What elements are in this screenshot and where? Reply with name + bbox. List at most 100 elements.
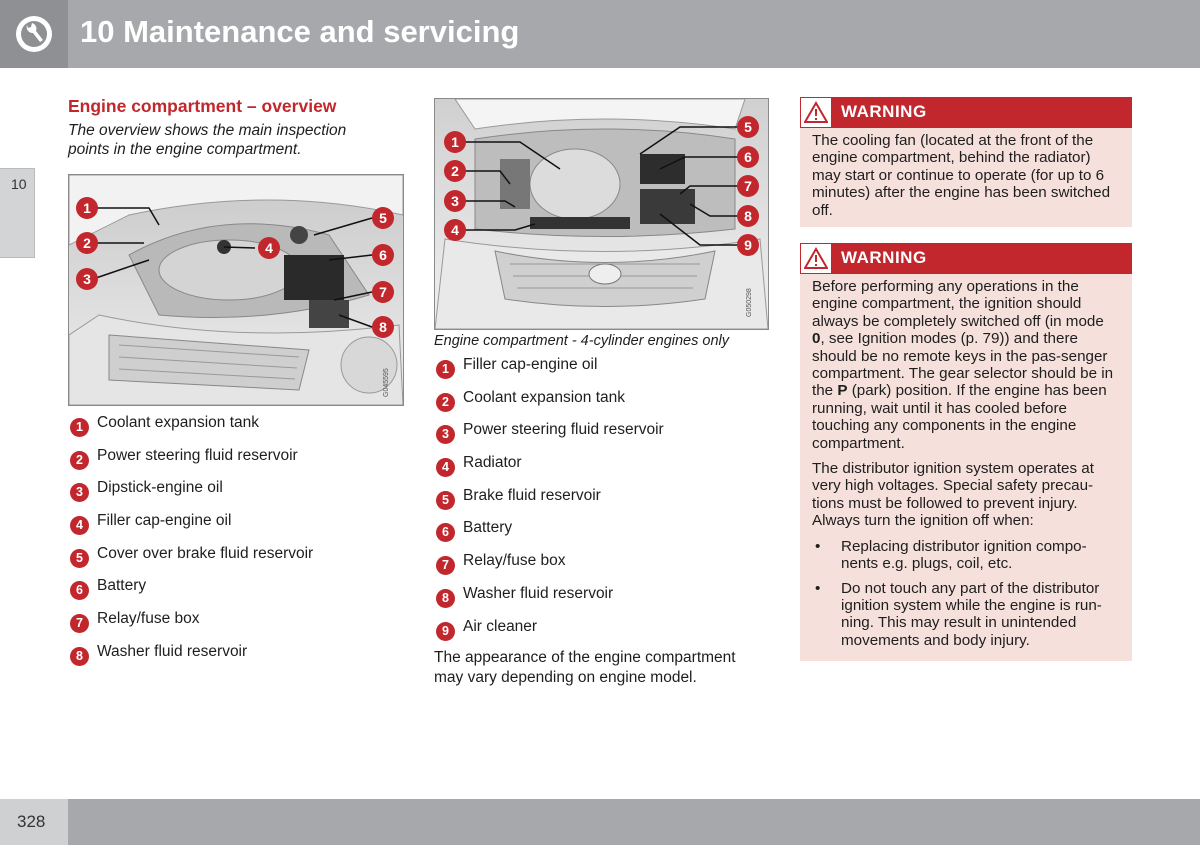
warning-title: WARNING	[841, 102, 927, 121]
list-item: 3 Power steering fluid reservoir	[434, 421, 764, 454]
warning-body: Before performing any operations in the …	[800, 274, 1132, 649]
callout-3: 3	[83, 271, 91, 287]
engine-illustration-2: 1 2 3 4 5 6 7 8 9	[435, 99, 768, 329]
number-badge: 7	[70, 614, 89, 634]
engine-illustration-1: 1 2 3 4 5 6 7 8	[69, 175, 403, 405]
callout-3: 3	[451, 193, 459, 209]
list-item-label: Power steering fluid reservoir	[463, 421, 664, 439]
figure-2-callouts: 1 2 3 4 5 6 7 8 9	[444, 116, 759, 256]
number-badge: 8	[436, 588, 455, 608]
ignition-mode-value: 0	[812, 330, 821, 348]
callout-7: 7	[744, 178, 752, 194]
engine-variation-note: The appearance of the engine compartment…	[434, 649, 736, 686]
bullet-item: Replacing distributor ignition compo-nen…	[812, 538, 1120, 573]
number-badge: 4	[436, 458, 455, 478]
engine-compartment-figure-2: 1 2 3 4 5 6 7 8 9 G050298	[434, 98, 769, 330]
callout-6: 6	[744, 149, 752, 165]
callout-4: 4	[265, 240, 273, 256]
number-badge: 1	[70, 418, 89, 437]
number-badge: 2	[436, 392, 455, 412]
warning-bullet-list: Replacing distributor ignition compo-nen…	[812, 538, 1120, 649]
gear-position-value: P	[837, 382, 848, 400]
callout-1: 1	[451, 134, 459, 150]
number-badge: 7	[436, 556, 455, 576]
list-item: 7 Relay/fuse box	[68, 610, 398, 643]
number-badge: 5	[436, 490, 455, 510]
number-badge: 3	[436, 425, 455, 445]
list-item-label: Cover over brake fluid reservoir	[97, 544, 314, 562]
text-run: Before performing any operations in the …	[812, 278, 1104, 330]
number-badge: 5	[70, 548, 89, 568]
list-item: 1 Filler cap-engine oil	[434, 356, 764, 389]
callout-6: 6	[379, 247, 387, 263]
list-item: 7 Relay/fuse box	[434, 552, 764, 585]
warning-body: The cooling fan (located at the front of…	[800, 128, 1132, 219]
list-item-label: Relay/fuse box	[97, 610, 200, 628]
figure-1-code: G045595	[383, 368, 390, 397]
number-badge: 3	[70, 483, 89, 503]
warning-header: WARNING	[800, 97, 1132, 128]
list-item: 4 Filler cap-engine oil	[68, 512, 398, 545]
warning-title: WARNING	[841, 248, 927, 267]
list-item: 5 Cover over brake fluid reservoir	[68, 545, 398, 578]
list-item-label: Battery	[97, 577, 147, 595]
list-item-label: Filler cap-engine oil	[463, 356, 598, 373]
section-intro: The overview shows the main inspection p…	[68, 122, 347, 158]
engine-compartment-figure-1: 1 2 3 4 5 6 7 8 G045595	[68, 174, 404, 406]
number-badge: 8	[70, 646, 89, 666]
list-item: 8 Washer fluid reservoir	[434, 585, 764, 618]
list-item-label: Coolant expansion tank	[97, 414, 260, 431]
list-item-label: Washer fluid reservoir	[463, 584, 614, 602]
warning-paragraph-1: Before performing any operations in the …	[812, 278, 1120, 452]
header-bar	[0, 0, 1200, 68]
list-item: 3 Dipstick-engine oil	[68, 479, 398, 512]
number-badge: 6	[436, 523, 455, 543]
warning-paragraph-2: The distributor ignition system operates…	[812, 460, 1094, 530]
section-title: Engine compartment – overview	[68, 96, 337, 116]
page-title: 10 Maintenance and servicing	[80, 14, 520, 49]
list-item-label: Relay/fuse box	[463, 552, 566, 570]
list-item-label: Filler cap-engine oil	[97, 512, 232, 530]
figure-1-callouts: 1 2 3 4 5 6 7 8	[76, 197, 394, 338]
callout-4: 4	[451, 222, 459, 238]
callout-2: 2	[83, 235, 91, 251]
number-badge: 6	[70, 581, 89, 601]
callout-8: 8	[379, 319, 387, 335]
chapter-tab	[0, 168, 35, 258]
list-item: 6 Battery	[434, 519, 764, 552]
warning-triangle-icon	[800, 243, 832, 274]
text-run: , see Ignition modes (p. 79)) and there …	[812, 330, 1114, 400]
warning-text: The cooling fan (located at the front of…	[812, 132, 1111, 219]
bullet-item: Do not touch any part of the distributor…	[812, 580, 1120, 650]
footer-bar	[0, 799, 1200, 845]
list-item-label: Battery	[463, 519, 513, 537]
number-badge: 9	[436, 621, 455, 641]
number-badge: 4	[70, 516, 89, 536]
wrench-icon	[16, 16, 52, 52]
list-item: 1 Coolant expansion tank	[68, 414, 398, 447]
chapter-icon-box	[0, 0, 68, 68]
warning-header: WARNING	[800, 243, 1132, 274]
list-item-label: Dipstick-engine oil	[97, 479, 223, 497]
figure-2-code: G050298	[746, 288, 753, 317]
page-number: 328	[17, 812, 46, 831]
callout-8: 8	[744, 208, 752, 224]
number-badge: 1	[436, 360, 455, 379]
figure-2-caption: Engine compartment - 4-cylinder engines …	[434, 333, 729, 349]
text-run: (park) position. If the engine has been …	[812, 382, 1107, 452]
warning-box-cooling-fan: WARNING The cooling fan (located at the …	[800, 97, 1132, 227]
callout-2: 2	[451, 163, 459, 179]
callout-5: 5	[744, 119, 752, 135]
callout-7: 7	[379, 284, 387, 300]
callout-5: 5	[379, 210, 387, 226]
warning-triangle-icon	[800, 97, 832, 128]
list-item: 6 Battery	[68, 577, 398, 610]
page-number-box	[0, 799, 68, 845]
